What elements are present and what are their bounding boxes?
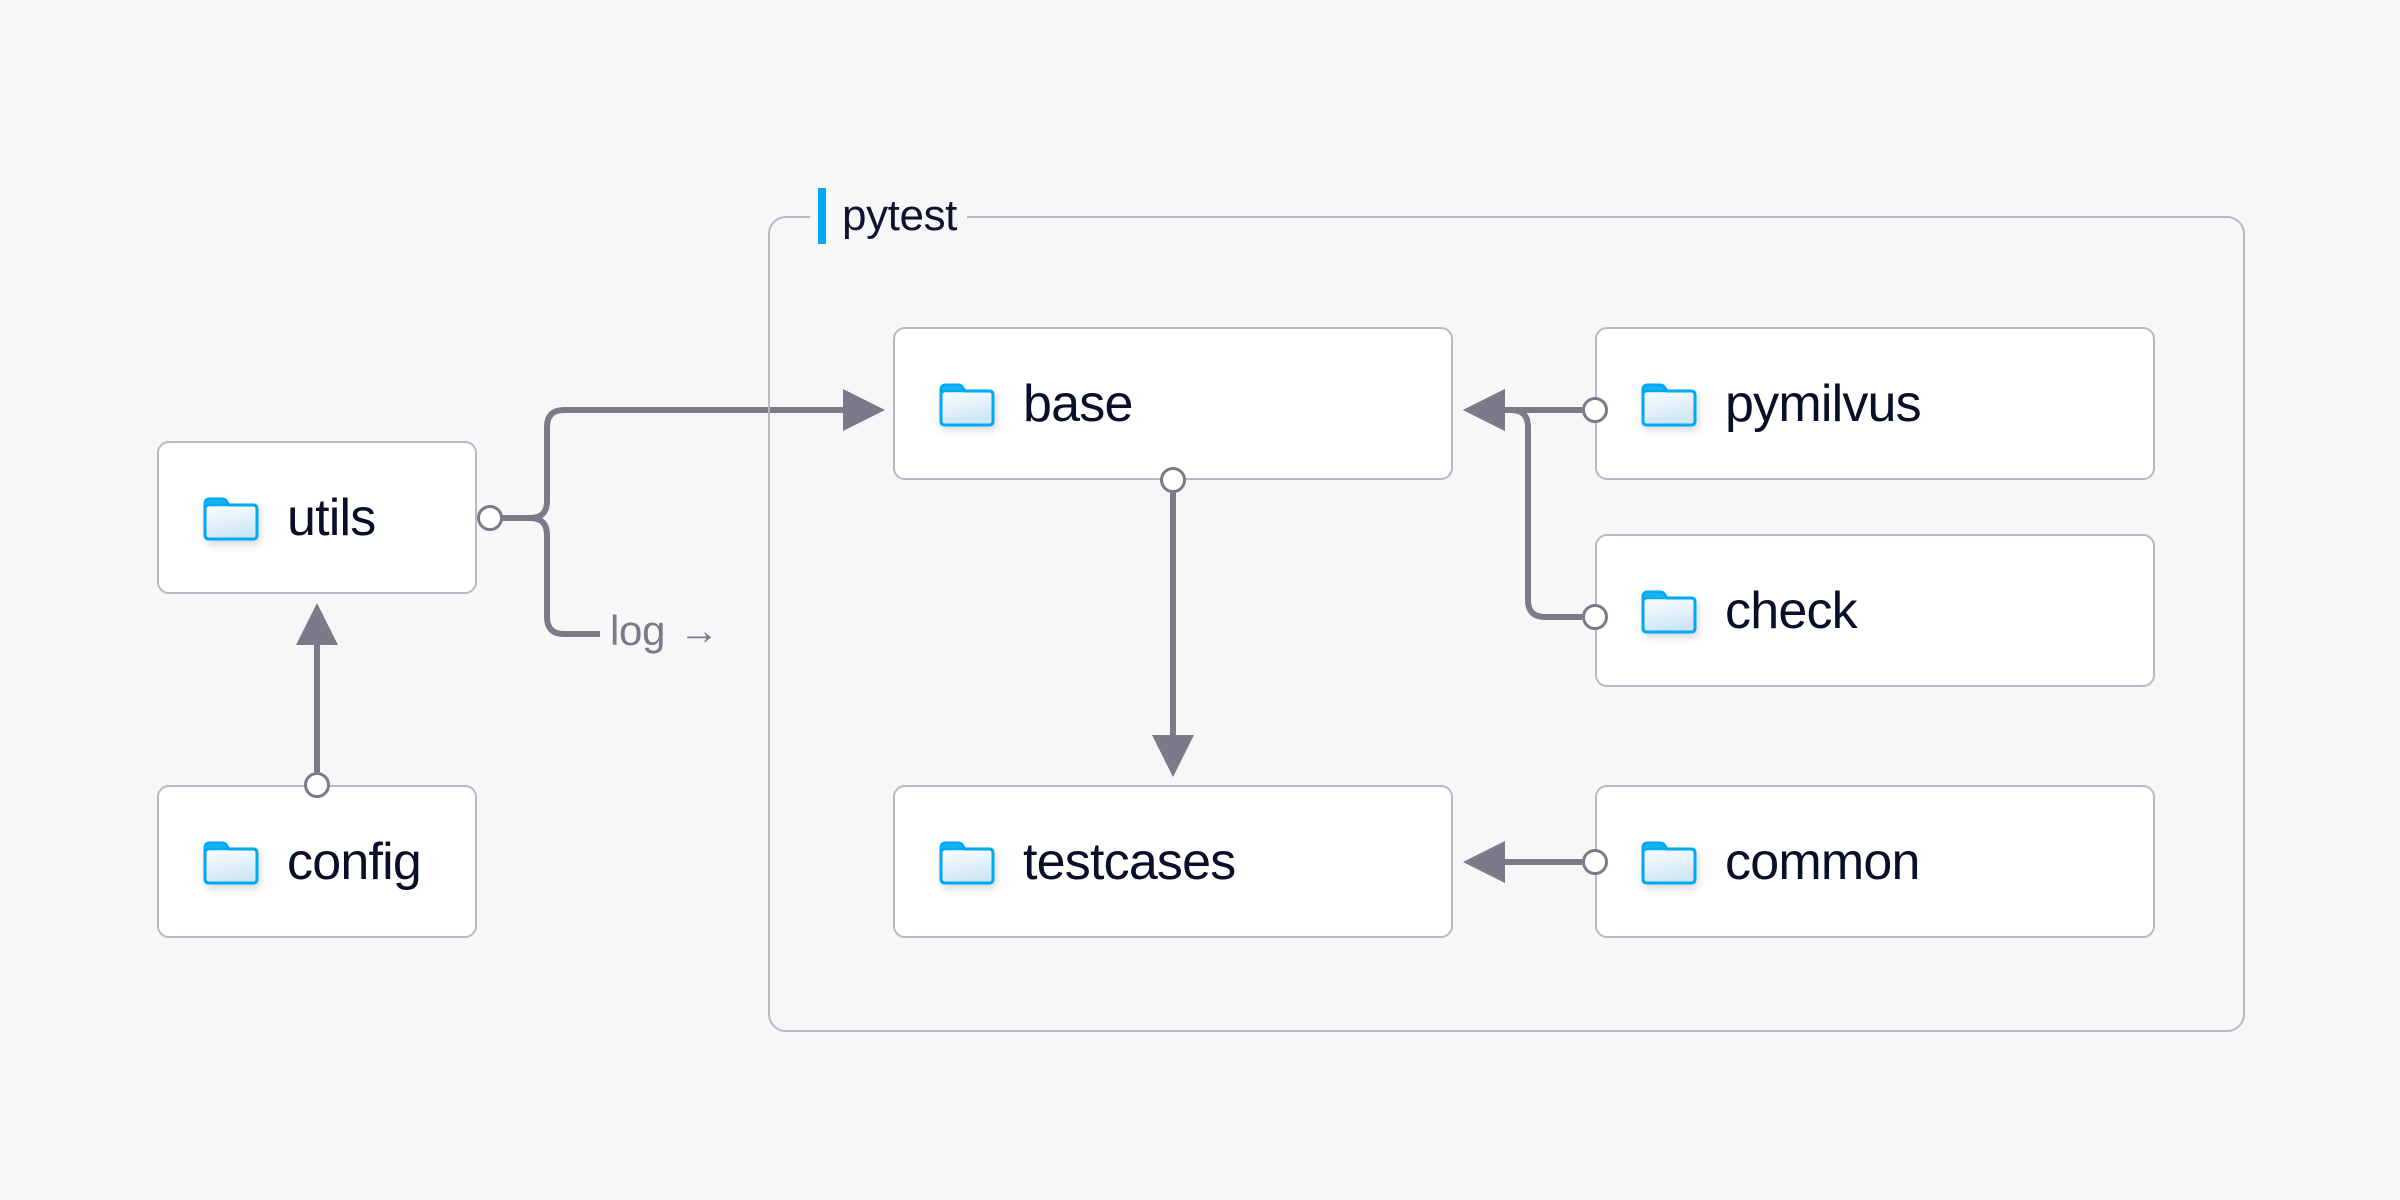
folder-icon <box>939 839 995 885</box>
folder-icon <box>1641 839 1697 885</box>
node-utils[interactable]: utils <box>157 441 477 594</box>
port-config-top[interactable] <box>304 772 330 798</box>
node-pymilvus[interactable]: pymilvus <box>1595 327 2155 480</box>
folder-icon <box>1641 588 1697 634</box>
node-label: common <box>1725 832 1920 891</box>
folder-icon <box>203 839 259 885</box>
port-check-left[interactable] <box>1582 604 1608 630</box>
port-pymilvus-left[interactable] <box>1582 397 1608 423</box>
group-label-text: pytest <box>842 191 957 240</box>
node-testcases[interactable]: testcases <box>893 785 1453 938</box>
edge-utils-log <box>490 515 600 637</box>
node-config[interactable]: config <box>157 785 477 938</box>
port-common-left[interactable] <box>1582 849 1608 875</box>
node-check[interactable]: check <box>1595 534 2155 687</box>
port-utils-right[interactable] <box>477 505 503 531</box>
node-label: utils <box>287 488 376 547</box>
group-accent-bar <box>818 188 826 244</box>
edge-label-log-text: log <box>610 607 666 654</box>
folder-icon <box>1641 381 1697 427</box>
node-label: check <box>1725 581 1858 640</box>
node-label: base <box>1023 374 1133 433</box>
node-base[interactable]: base <box>893 327 1453 480</box>
group-container-pytest <box>768 216 2245 1032</box>
edge-label-log: log → <box>604 607 725 655</box>
node-label: testcases <box>1023 832 1236 891</box>
node-common[interactable]: common <box>1595 785 2155 938</box>
arrow-right-icon: → <box>679 609 719 653</box>
port-base-bottom[interactable] <box>1160 467 1186 493</box>
folder-icon <box>203 495 259 541</box>
node-label: pymilvus <box>1725 374 1922 433</box>
folder-icon <box>939 381 995 427</box>
node-label: config <box>287 832 422 891</box>
group-label-pytest: pytest <box>810 184 967 248</box>
